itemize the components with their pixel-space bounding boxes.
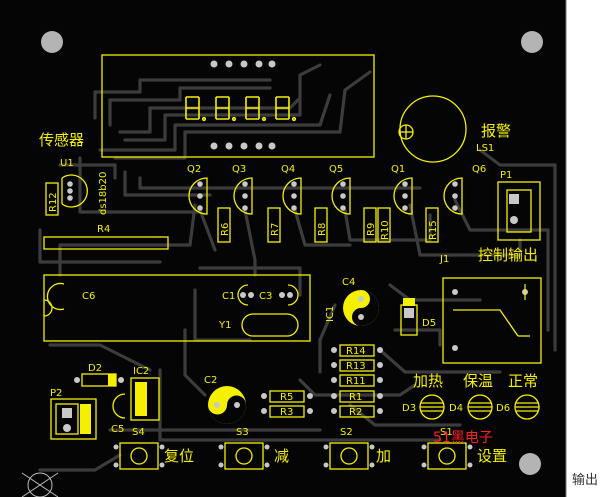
copper-traces xyxy=(38,63,557,472)
c1-label: C1 xyxy=(222,291,235,302)
q6-label: Q6 xyxy=(472,164,486,175)
c4-capacitor-footprint xyxy=(343,290,379,326)
c1-c3-footprint xyxy=(237,284,299,306)
s1-label: S1 xyxy=(440,427,453,438)
sensor-group-label: 传感器 xyxy=(39,131,84,149)
q1-label: Q1 xyxy=(391,164,405,175)
watermark-text: 51黑电子 xyxy=(433,430,493,446)
status-led-row xyxy=(419,394,540,420)
ls1-label: LS1 xyxy=(476,143,494,154)
r9-label: R9 xyxy=(366,223,377,236)
r7-label: R7 xyxy=(270,223,281,236)
buzzer-ls1-footprint xyxy=(398,95,467,163)
r11-label: R11 xyxy=(346,376,366,387)
r3-label: R3 xyxy=(280,407,293,418)
d2-label: D2 xyxy=(88,363,102,374)
r13-label: R13 xyxy=(346,361,366,372)
mounting-hole-bottom-right xyxy=(519,453,541,475)
j1-relay-footprint xyxy=(442,277,542,364)
p2-power-connector-footprint xyxy=(50,398,97,440)
d6-label: D6 xyxy=(496,403,510,414)
r5-label: R5 xyxy=(280,392,293,403)
alarm-group-label: 报警 xyxy=(481,122,511,140)
p2-label: P2 xyxy=(50,388,62,399)
r4-footprint xyxy=(43,236,169,250)
d5-label: D5 xyxy=(422,318,436,329)
y1-label: Y1 xyxy=(218,320,231,331)
c6-footprint xyxy=(46,282,65,311)
mcu-ic1-footprint xyxy=(43,274,311,342)
r4-label: R4 xyxy=(97,224,110,235)
u1-sensor-footprint xyxy=(61,174,88,208)
r6-label: R6 xyxy=(220,223,231,236)
resistor-bank xyxy=(261,344,383,418)
r8-label: R8 xyxy=(317,223,328,236)
normal-label: 正常 xyxy=(508,372,538,390)
base-resistors xyxy=(217,207,439,243)
board-edge-area xyxy=(566,0,604,497)
edge-text-output: 输出 xyxy=(572,472,598,488)
y1-crystal-footprint xyxy=(241,313,299,337)
r12-label: R12 xyxy=(48,192,59,212)
led-display xyxy=(101,54,375,158)
c2-capacitor-footprint xyxy=(208,386,246,424)
setting-label: 设置 xyxy=(477,447,507,465)
plus-label: 加 xyxy=(376,447,391,465)
d3-label: D3 xyxy=(402,403,416,414)
s2-label: S2 xyxy=(340,427,353,438)
d4-label: D4 xyxy=(449,403,463,414)
q3-label: Q3 xyxy=(232,164,246,175)
control-output-label: 控制输出 xyxy=(478,246,538,264)
r15-label: R15 xyxy=(428,220,439,240)
j1-label: J1 xyxy=(439,254,449,265)
q4-label: Q4 xyxy=(281,164,295,175)
reset-label: 复位 xyxy=(164,447,194,465)
r14-label: R14 xyxy=(346,346,366,357)
c2-label: C2 xyxy=(204,375,217,386)
r10-label: R10 xyxy=(380,220,391,240)
ic2-regulator-footprint xyxy=(130,377,160,421)
s4-label: S4 xyxy=(132,427,145,438)
r1-label: R1 xyxy=(349,392,362,403)
transistor-row xyxy=(188,177,463,215)
c4-label: C4 xyxy=(342,277,355,288)
mounting-hole-top-left xyxy=(41,31,63,53)
d2-diode-footprint xyxy=(74,373,124,387)
r2-label: R2 xyxy=(349,407,362,418)
q2-label: Q2 xyxy=(187,164,201,175)
p1-connector-footprint xyxy=(497,181,541,241)
q5-label: Q5 xyxy=(329,164,343,175)
u1-label: U1 xyxy=(60,158,74,169)
d5-diode-footprint xyxy=(400,298,418,336)
origin-marker-icon xyxy=(21,472,59,497)
p1-label: P1 xyxy=(500,170,512,181)
c5-label: C5 xyxy=(111,424,124,435)
ds18b20-label: ds18b20 xyxy=(98,172,109,215)
mounting-hole-top-right xyxy=(521,31,543,53)
insulation-label: 保温 xyxy=(463,372,493,390)
mcu-notch xyxy=(43,299,53,317)
r12-footprint xyxy=(45,182,59,216)
pushbutton-row xyxy=(113,442,473,470)
c6-label: C6 xyxy=(82,291,95,302)
heating-label: 加热 xyxy=(413,372,443,390)
c5-footprint xyxy=(112,393,126,419)
ic2-label: IC2 xyxy=(133,366,149,377)
ic1-label: IC1 xyxy=(325,306,336,322)
s3-label: S3 xyxy=(236,427,249,438)
minus-label: 减 xyxy=(274,447,289,465)
c3-label: C3 xyxy=(259,291,272,302)
